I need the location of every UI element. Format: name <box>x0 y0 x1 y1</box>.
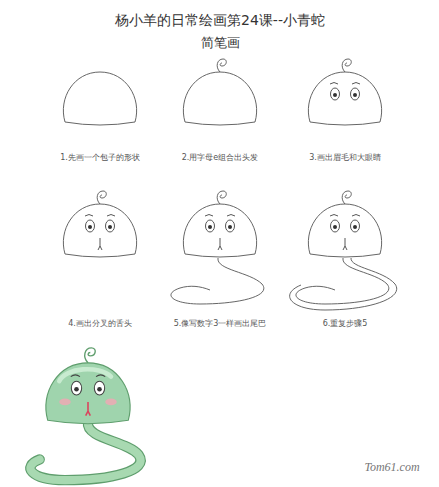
subtitle: 简笔画 <box>201 34 240 52</box>
step-caption: 5.像写数字3一样画出尾巴 <box>174 318 267 329</box>
green-snake <box>30 348 140 480</box>
step-three <box>308 59 381 125</box>
step-caption: 6.重复步骤5 <box>323 318 368 329</box>
step-five <box>171 191 264 304</box>
step-six <box>290 191 397 310</box>
step-caption: 2.用字母e组合出头发 <box>182 152 259 163</box>
step-caption: 1.先画一个包子的形状 <box>60 152 140 163</box>
step-caption: 4.画出分叉的舌头 <box>68 318 132 329</box>
step-one <box>63 72 136 125</box>
page-title: 杨小羊的日常绘画第24课--小青蛇 <box>115 12 325 30</box>
watermark: Tom61.com <box>364 460 419 475</box>
step-two <box>183 59 256 125</box>
step-caption: 3.画出眉毛和大眼睛 <box>309 152 381 163</box>
step-four <box>63 191 136 257</box>
